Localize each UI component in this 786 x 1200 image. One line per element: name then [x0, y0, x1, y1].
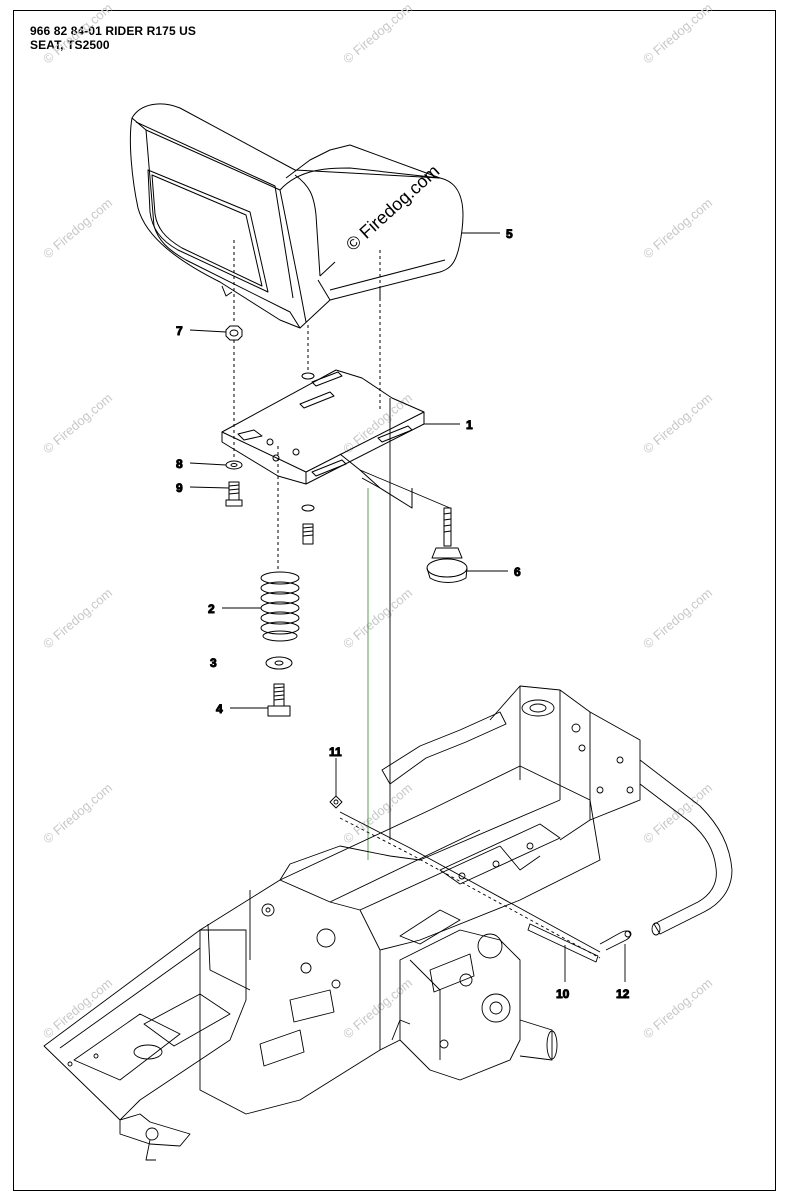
callout-8: 8: [176, 457, 183, 471]
callout-12: 12: [616, 987, 630, 1001]
bolt-part: [267, 683, 291, 717]
callout-9: 9: [176, 481, 183, 495]
model-title: 966 82 84-01 RIDER R175 US: [30, 24, 197, 38]
seat-bracket-part: [221, 369, 425, 509]
bolt-part: [225, 481, 243, 507]
washer-part: [265, 656, 293, 670]
guide-lines: [233, 240, 381, 410]
callout-5: 5: [506, 227, 513, 241]
callout-3: 3: [210, 656, 217, 670]
callout-4: 4: [216, 702, 223, 716]
callout-leaders: [189, 232, 626, 982]
callout-1: 1: [466, 418, 473, 432]
nut-part: [225, 325, 243, 460]
bolt-part: [301, 372, 315, 545]
washer-part: [225, 460, 243, 470]
seat-part: [129, 103, 464, 329]
callout-7: 7: [176, 324, 183, 338]
callout-10: 10: [556, 987, 570, 1001]
drawing-border: [13, 10, 776, 1191]
knob-part: [426, 507, 468, 583]
callout-6: 6: [514, 565, 521, 579]
tractor-frame-part: [43, 685, 733, 1161]
callout-11: 11: [329, 745, 342, 759]
assembly-title: SEAT, TS2500: [30, 38, 110, 52]
callout-2: 2: [208, 602, 215, 616]
spring-part: [260, 446, 300, 642]
